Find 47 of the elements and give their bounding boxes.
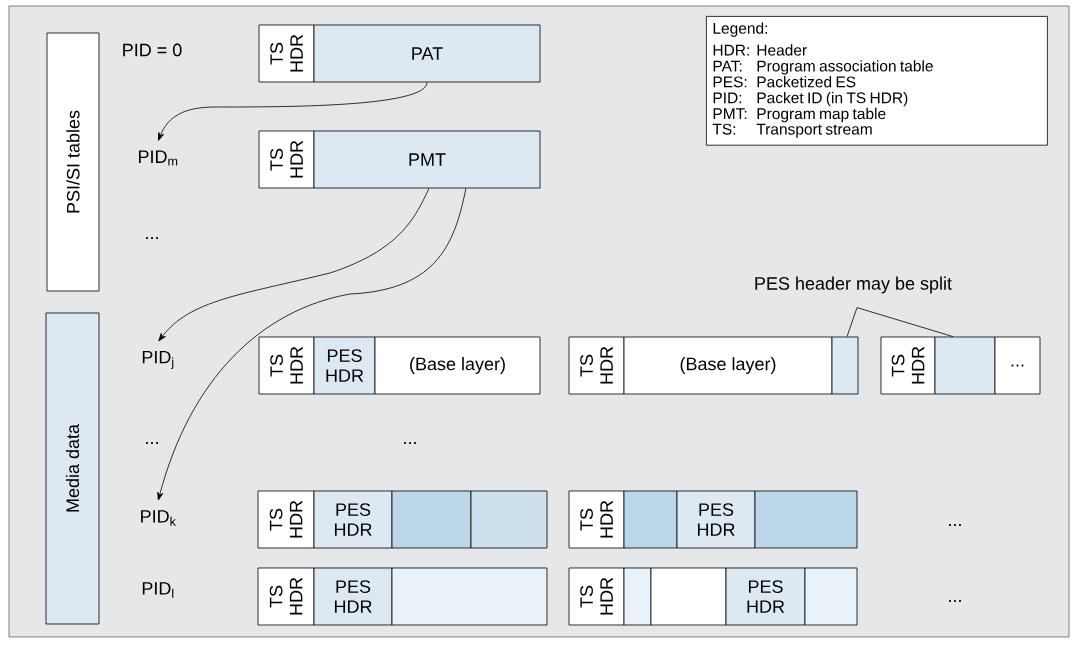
pid-label: PID$_{k}$ xyxy=(141,510,176,526)
dots: ... xyxy=(404,442,416,444)
side-band: PSI/SI tables xyxy=(46,32,100,292)
callout-text: PES header may be split xyxy=(755,276,952,294)
side-band: Media data xyxy=(45,312,100,625)
packet-cell xyxy=(754,490,858,549)
packet-cell xyxy=(934,336,996,395)
packet-cell: PES HDR xyxy=(313,490,393,549)
packet-cell xyxy=(623,490,678,549)
packet-cell: TS HDR xyxy=(568,567,625,626)
leader-line xyxy=(856,307,954,337)
packet-cell xyxy=(391,567,548,626)
arrow xyxy=(158,188,430,342)
dots: ... xyxy=(949,600,961,602)
packet-cell: TS HDR xyxy=(258,24,315,83)
packet-cell xyxy=(804,567,858,626)
packet-cell: PES HDR xyxy=(313,567,393,626)
packet-cell xyxy=(391,490,472,549)
dots: ... xyxy=(949,524,961,526)
packet-cell xyxy=(650,567,727,626)
packet-cell: (Base layer) xyxy=(374,336,541,395)
packet-cell: PES HDR xyxy=(676,490,756,549)
packet-cell: TS HDR xyxy=(257,567,315,626)
leader-line xyxy=(846,307,858,337)
pid-label: PID$_{l}$ xyxy=(142,582,174,598)
packet-cell: PES HDR xyxy=(725,567,806,626)
packet-cell xyxy=(831,336,859,395)
pid-label: PID$_{j}$ xyxy=(142,350,174,370)
dots: ... xyxy=(146,442,158,444)
packet-cell: TS HDR xyxy=(568,336,625,395)
packet-cell xyxy=(623,567,652,626)
pid-label: PID$_{m}$ xyxy=(139,150,178,166)
packet-cell: TS HDR xyxy=(258,336,315,395)
dots: ... xyxy=(146,237,158,239)
packet-cell xyxy=(470,490,548,549)
pid-label: PID = 0 xyxy=(123,43,182,57)
packet-cell: PAT xyxy=(313,24,541,83)
legend-box: Legend: HDR: Header PAT: Program association table PES: Packetized ES PID: Packet ID (in TS HDR) PMT: Program map table TS: Transport stream xyxy=(706,16,1048,146)
packet-cell: ... xyxy=(994,336,1041,395)
arrow xyxy=(158,82,428,141)
packet-cell: PMT xyxy=(313,130,541,189)
packet-cell: PES HDR xyxy=(313,336,376,395)
packet-cell: TS HDR xyxy=(258,130,315,189)
arrow xyxy=(157,188,467,501)
packet-cell: TS HDR xyxy=(880,336,936,395)
packet-cell: TS HDR xyxy=(257,490,315,549)
packet-cell: TS HDR xyxy=(568,490,625,549)
